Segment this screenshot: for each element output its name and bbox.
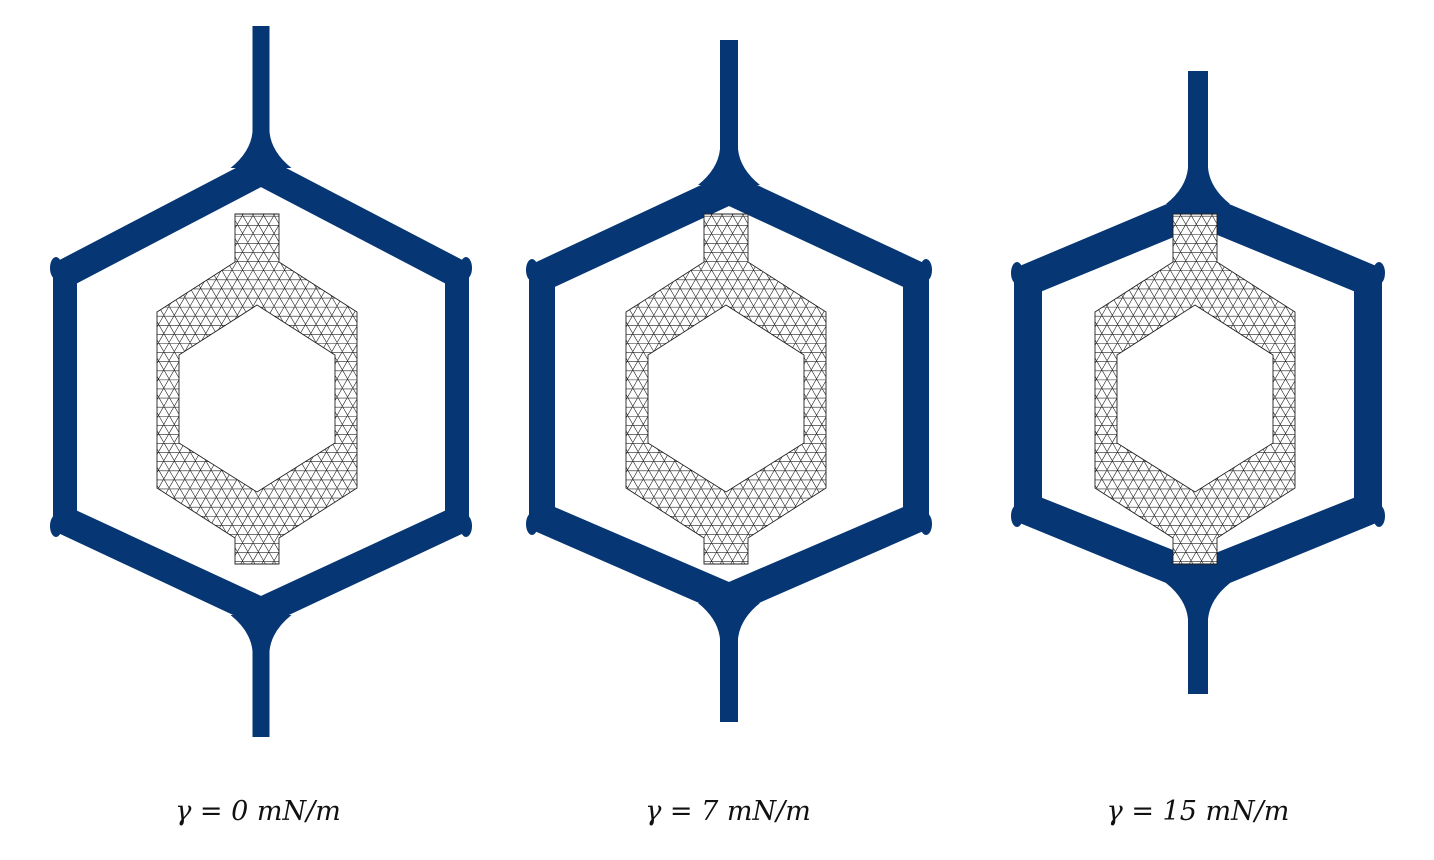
deformed-shape — [50, 26, 472, 737]
deformed-shape — [1011, 71, 1385, 694]
caption-gamma-15: γ = 15 mN/m — [1107, 796, 1290, 827]
panel-gamma-7 — [526, 40, 932, 722]
panel-gamma-0 — [50, 26, 472, 737]
caption-gamma-7: γ = 7 mN/m — [645, 796, 811, 827]
panel-gamma-15 — [1011, 71, 1385, 694]
undeformed-mesh — [626, 214, 826, 564]
caption-gamma-0: γ = 0 mN/m — [175, 796, 341, 827]
deformed-shape — [526, 40, 932, 722]
